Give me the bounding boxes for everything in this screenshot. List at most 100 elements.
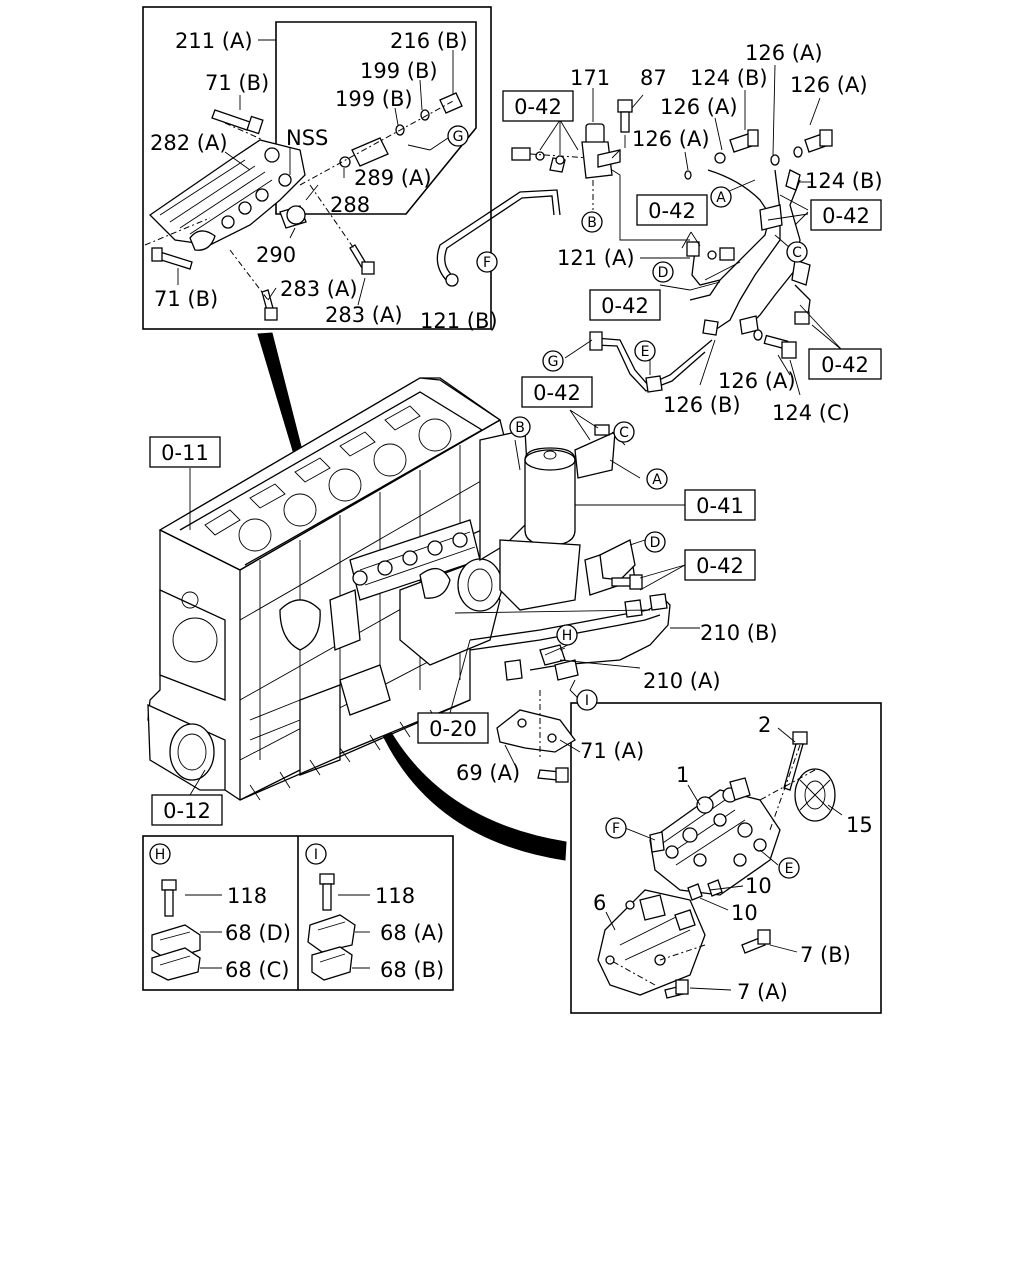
label-288: 288 [330,193,370,217]
callout-f-top-text: F [483,255,491,271]
label-68a: 68 (A) [380,921,444,945]
callout-g-top-text: G [453,129,464,145]
callout-b-mid-text: B [515,420,525,436]
label-283a-1: 283 (A) [280,277,358,301]
label-290: 290 [256,243,296,267]
ref-0-42-e-text: 0-42 [821,353,869,377]
callout-d-top: D [652,261,674,283]
ref-0-42-f-text: 0-42 [533,381,581,405]
label-216b: 216 (B) [390,29,468,53]
callout-i-mid-text: I [585,693,589,709]
label-2: 2 [758,713,771,737]
eyebolt-right-lower [794,311,810,325]
ref-box-0-42-d: 0-42 [589,289,661,321]
bolt-283a-2 [349,244,375,275]
ref-box-0-42-b: 0-42 [636,194,708,226]
ref-0-42-c-text: 0-42 [822,204,870,228]
label-10-1: 10 [745,874,772,898]
bolt-71b-bottom [151,247,193,270]
injection-pump [649,777,781,896]
callout-f-pump-text: F [612,821,620,837]
label-126b: 126 (B) [663,393,741,417]
callout-d-mid-text: D [650,535,661,551]
label-71b-bottom: 71 (B) [154,287,218,311]
pump-inset-leader-wedge [372,707,567,861]
label-211a: 211 (A) [175,29,253,53]
fuel-pipe-121b [436,157,566,287]
callout-e-pump-text: E [785,861,794,877]
label-1: 1 [676,763,689,787]
callout-a-mid-text: A [652,472,662,488]
bracket-69a [496,709,576,753]
label-15: 15 [846,813,873,837]
callout-i-inset-text: I [314,847,318,863]
ref-0-42-b-text: 0-42 [648,199,696,223]
label-210b: 210 (B) [700,621,778,645]
callout-d-mid: D [644,531,666,553]
callout-c-top-text: C [792,245,802,261]
callout-h-mid-text: H [562,628,573,644]
pressure-limiter-289a [339,137,389,168]
callout-e-pump: E [778,857,800,879]
ref-0-20-text: 0-20 [429,717,477,741]
label-126a-3: 126 (A) [660,95,738,119]
callout-b-mid: B [509,416,531,438]
ref-0-42-a-text: 0-42 [514,95,562,119]
ref-box-0-41: 0-41 [684,489,756,521]
spacer-10-group [687,879,723,901]
callout-g-top: G [447,125,469,147]
ref-box-0-42-f: 0-42 [521,376,593,408]
callout-d-top-text: D [658,265,669,281]
callout-i-mid: I [576,689,598,711]
label-199b-2: 199 (B) [335,87,413,111]
label-124c: 124 (C) [772,401,850,425]
callout-c-mid: C [613,421,635,443]
bolt-71b-top [211,109,264,135]
label-118-1: 118 [227,884,267,908]
label-68d: 68 (D) [225,921,291,945]
label-126a-5: 126 (A) [718,369,796,393]
label-118-2: 118 [375,884,415,908]
label-69a: 69 (A) [456,761,520,785]
callout-c-mid-text: C [619,425,629,441]
label-7a: 7 (A) [737,980,788,1004]
label-126a-1: 126 (A) [745,41,823,65]
label-289a: 289 (A) [354,166,432,190]
callout-h-inset-text: H [155,847,166,863]
clip-h-on-pipe [539,644,566,666]
label-6: 6 [593,891,606,915]
label-199b-1: 199 (B) [360,59,438,83]
ref-box-0-12: 0-12 [151,794,223,826]
callout-b-top: B [581,211,603,233]
bolt-71a [537,767,569,783]
ref-box-0-11: 0-11 [149,436,221,468]
eyebolt-124b-1 [729,129,759,153]
pump-inset-frame [570,702,882,1014]
callout-g-mid-text: G [548,354,559,370]
ref-0-42-d-text: 0-42 [601,294,649,318]
fuel-filter-171-head [581,123,621,179]
clip-i-on-pipe [554,659,579,681]
label-7b: 7 (B) [800,943,851,967]
callout-i-inset: I [305,843,327,865]
pump-gear-15 [794,768,836,822]
plug-216b [439,92,463,114]
callout-h-mid: H [556,624,578,646]
label-nss: NSS [286,126,328,150]
bracket-6 [597,889,706,996]
bolt-7b [741,929,771,954]
label-210a: 210 (A) [643,669,721,693]
callout-c-top: C [786,241,808,263]
ref-box-0-42-g: 0-42 [684,549,756,581]
label-121b: 121 (B) [420,309,498,333]
eyebolt-124b-2 [804,129,833,153]
callout-b-top-text: B [587,215,597,231]
fuel-rail-assembly [148,139,307,251]
ref-box-0-20: 0-20 [417,712,489,744]
fuel-pipe-mid [589,331,713,393]
label-283a-2: 283 (A) [325,303,403,327]
ref-box-0-42-a: 0-42 [502,90,574,122]
label-121a: 121 (A) [557,246,635,270]
ref-box-0-42-e: 0-42 [808,348,882,380]
